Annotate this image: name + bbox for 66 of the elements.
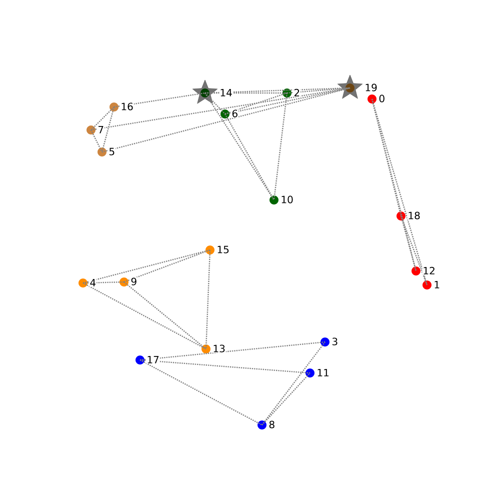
edge-line <box>205 250 211 350</box>
edge-line <box>102 87 350 153</box>
node-label: 11 <box>318 369 328 376</box>
edge-line <box>90 130 103 152</box>
node-label: 15 <box>218 246 229 254</box>
dot-marker <box>110 102 118 112</box>
node-label: 6 <box>232 110 238 118</box>
edge-line <box>124 249 210 283</box>
node-label: 4 <box>90 279 96 286</box>
dot-marker <box>136 356 144 364</box>
edge-line <box>82 282 206 350</box>
edge-line <box>286 87 350 94</box>
edge-line <box>82 249 210 284</box>
node-label: 12 <box>424 266 434 274</box>
dot-marker <box>86 126 96 134</box>
star-marker <box>337 74 363 99</box>
edge-line <box>224 114 275 200</box>
dot-marker <box>396 212 406 220</box>
node-label: 19 <box>366 84 377 92</box>
edge-line <box>371 98 428 286</box>
node-label: 5 <box>109 148 114 156</box>
dot-marker <box>258 420 266 430</box>
dot-marker <box>282 88 292 98</box>
edge-line <box>140 359 262 426</box>
node-label: 9 <box>131 278 136 286</box>
edge-line <box>262 372 310 426</box>
edge-line <box>204 92 274 200</box>
node-label: 0 <box>379 94 384 102</box>
node-label: 13 <box>214 344 225 352</box>
edge-line <box>224 92 288 115</box>
node-label: 10 <box>282 196 293 204</box>
node-label: 8 <box>269 420 274 428</box>
node-label: 14 <box>220 89 232 96</box>
node-label: 18 <box>408 212 420 220</box>
edge-line <box>114 92 206 108</box>
dot-marker <box>320 338 330 346</box>
edge-line <box>101 106 115 152</box>
edge-line <box>140 341 326 361</box>
edge-line <box>82 281 124 284</box>
dot-marker <box>368 94 376 104</box>
edge-line <box>140 359 310 374</box>
node-label: 1 <box>434 281 440 288</box>
dot-marker <box>220 110 230 118</box>
dot-marker <box>206 246 214 254</box>
edge-line <box>90 106 114 130</box>
dot-marker <box>422 280 432 290</box>
edge-line <box>273 92 288 200</box>
dot-marker <box>120 278 128 286</box>
dot-marker <box>202 344 210 354</box>
edge-line <box>262 342 326 426</box>
star-marker <box>192 80 218 104</box>
edge-line <box>400 216 417 272</box>
dot-marker <box>98 148 106 156</box>
node-label: 3 <box>332 338 338 346</box>
edge-line <box>204 92 226 114</box>
edge-line <box>224 87 350 115</box>
dot-marker <box>306 368 314 378</box>
edge-line <box>400 216 428 286</box>
node-label: 2 <box>294 88 300 96</box>
node-label: 16 <box>122 102 133 110</box>
node-label: 17 <box>148 356 159 364</box>
dot-marker <box>270 196 278 204</box>
node-label: 7 <box>98 126 104 134</box>
dot-marker <box>78 278 88 288</box>
dot-marker <box>412 266 420 276</box>
edge-line <box>124 282 206 350</box>
